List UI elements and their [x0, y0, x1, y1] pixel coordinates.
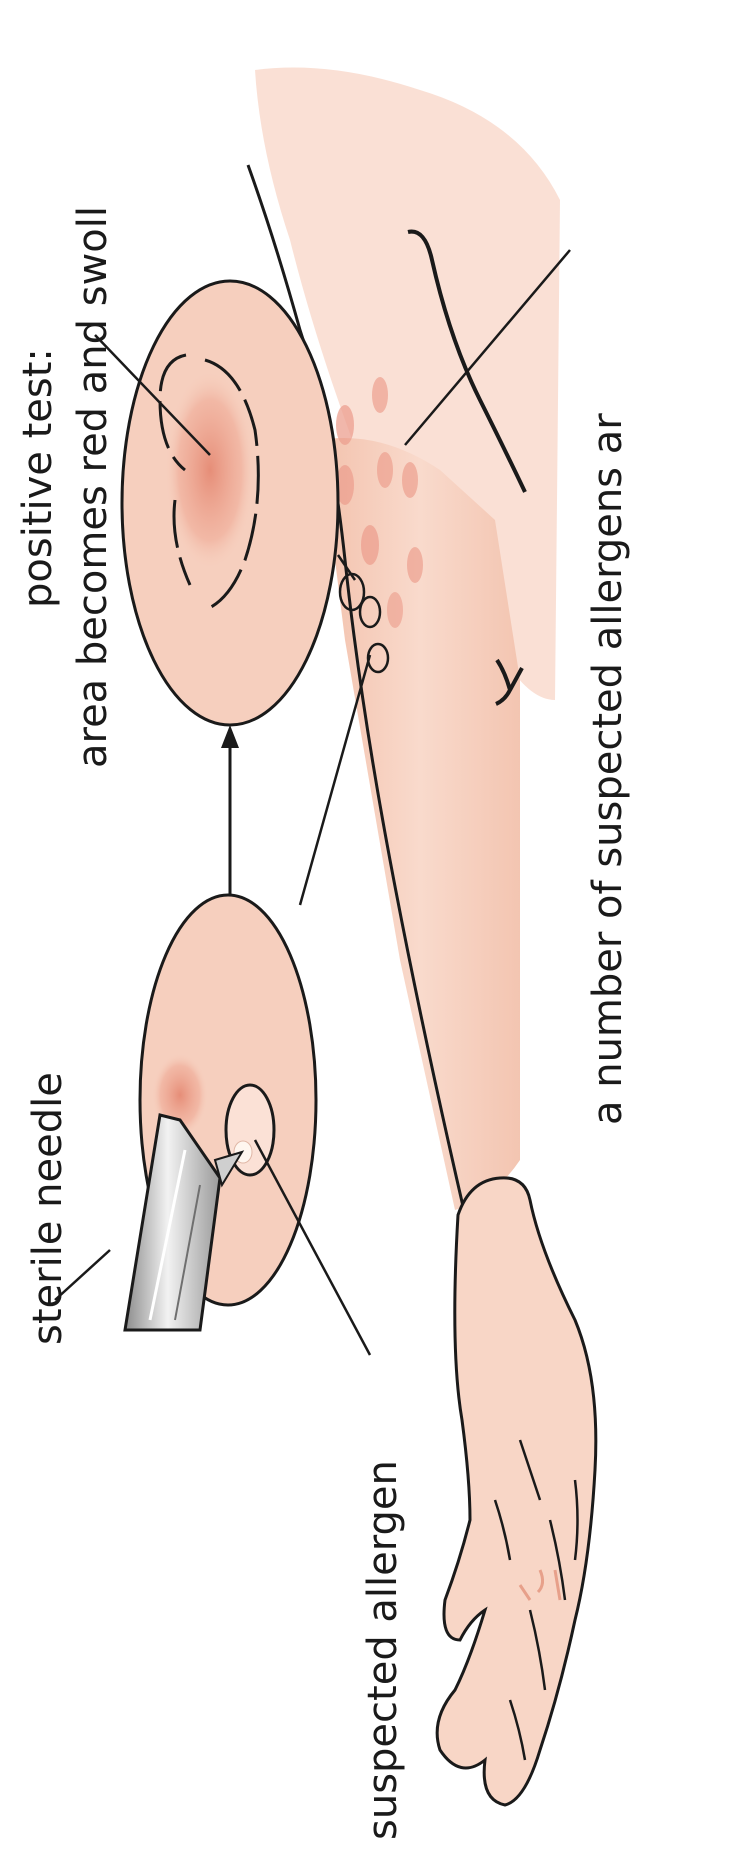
hand	[437, 1178, 596, 1805]
arrow-icon	[221, 725, 239, 895]
needle-prick-inset	[125, 895, 316, 1330]
label-positive-test: positive test:	[15, 348, 61, 608]
label-sterile-needle: sterile needle	[25, 1072, 71, 1345]
label-suspected-allergen: suspected allergen	[360, 1460, 406, 1840]
reaction-redness	[165, 370, 255, 570]
hand-body	[437, 1178, 596, 1805]
arm-illustration	[248, 68, 596, 1806]
positive-test-inset	[122, 281, 338, 725]
label-suspected-allergens-row: a number of suspected allergens ar	[585, 413, 631, 1125]
label-positive-test-description: area becomes red and swoll	[70, 206, 116, 768]
